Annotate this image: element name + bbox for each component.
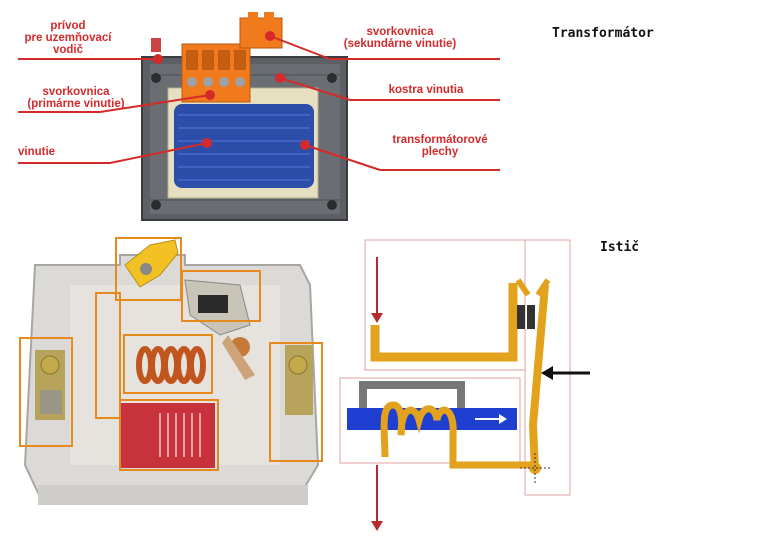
solenoid-coil xyxy=(380,401,533,469)
upper-conductor xyxy=(370,283,518,362)
label-winding: vinutie xyxy=(18,146,56,158)
transformer-illustration xyxy=(0,0,520,225)
breaker-illustration xyxy=(0,225,340,540)
title-transformer: Transformátor xyxy=(552,26,654,41)
ground-lead xyxy=(151,38,161,52)
label-core-sheets: transformátorové plechy xyxy=(392,134,488,158)
label-coil-frame: kostra vinutia xyxy=(388,84,464,96)
title-breaker: Istič xyxy=(600,240,640,255)
label-secondary-terminal: svorkovnica (sekundárne vinutie) xyxy=(343,26,457,50)
terminal-right xyxy=(285,345,313,415)
secondary-terminal-block xyxy=(239,17,283,49)
label-primary-terminal: svorkovnica (primárne vinutie) xyxy=(27,86,125,110)
pivot xyxy=(529,462,541,474)
breaker-schematic xyxy=(335,225,595,540)
toggle-lever xyxy=(124,239,179,288)
terminal-left xyxy=(35,350,65,420)
moving-contact xyxy=(528,284,549,471)
label-ground-lead: prívod pre uzemňovací vodič xyxy=(24,20,112,56)
trip-coil xyxy=(136,346,206,384)
plunger xyxy=(347,408,517,430)
